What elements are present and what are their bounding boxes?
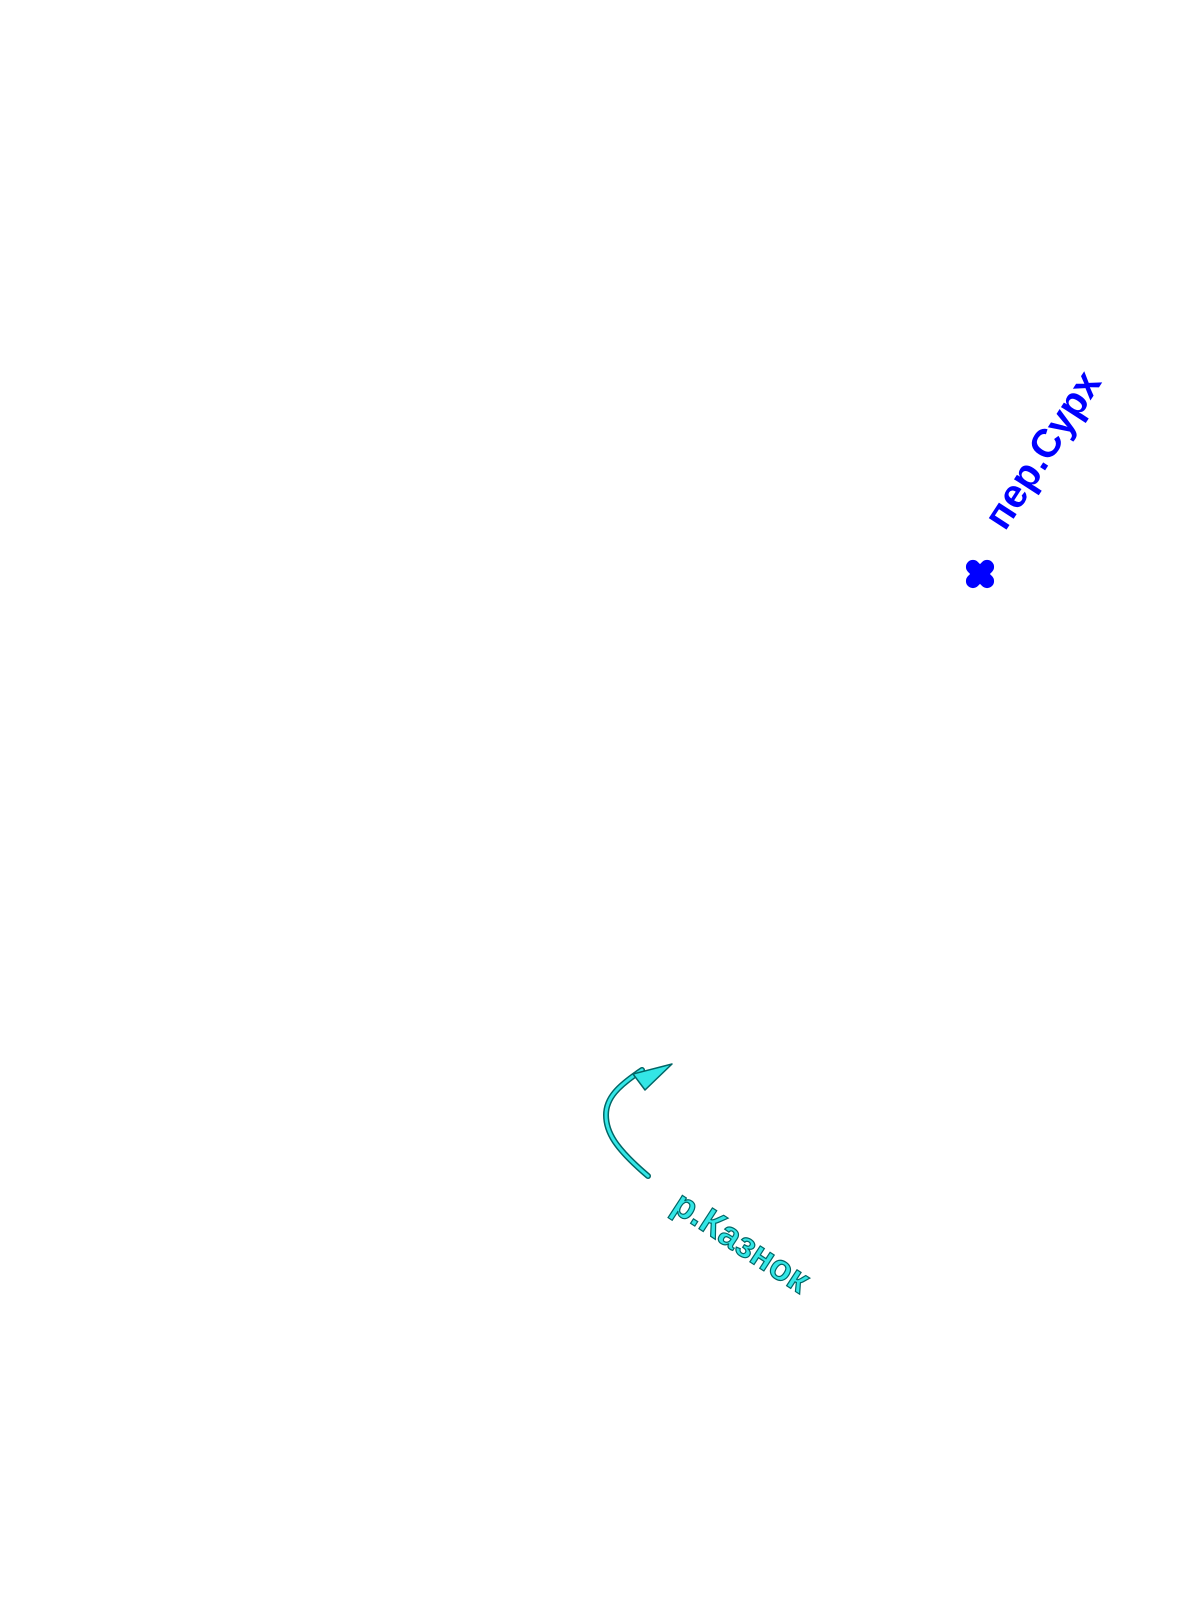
pass-label: пер.Сурх: [976, 363, 1110, 537]
river-label: р.Казнок: [666, 1182, 819, 1301]
river-arrow-shaft-fill: [604, 1068, 650, 1178]
cross-marker-icon: [965, 559, 995, 589]
pass-marker[interactable]: пер.Сурх: [956, 363, 1110, 598]
river-arrow-head: [632, 1063, 673, 1091]
flow-direction-arrow-icon: [602, 1063, 673, 1179]
river-feature[interactable]: р.Казнок: [602, 1063, 819, 1302]
